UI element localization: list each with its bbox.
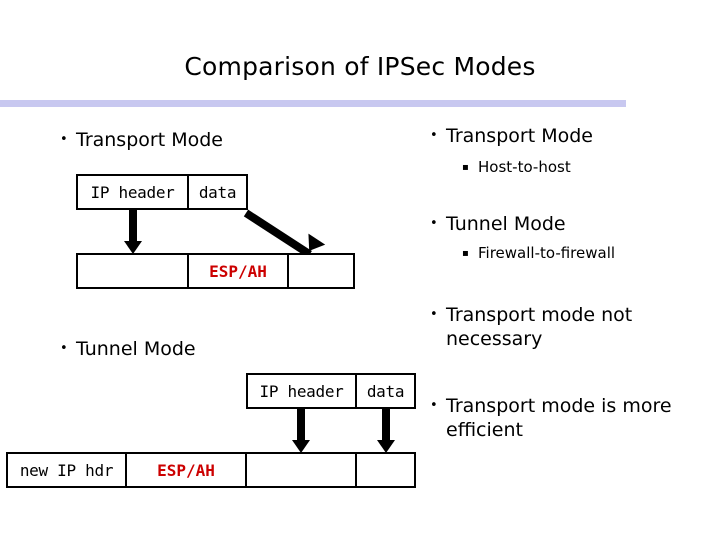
right-bullet-transport-not-necessary: • Transport mode not necessary: [430, 303, 696, 351]
right-bullet-host-to-host-label: Host-to-host: [478, 158, 571, 176]
right-bullet-transport-mode: • Transport Mode: [430, 124, 702, 148]
bullet-dot-icon: •: [430, 216, 438, 231]
left-heading-transport-mode-label: Transport Mode: [76, 129, 223, 151]
right-bullet-firewall-to-firewall: ▪ Firewall-to-firewall: [462, 243, 714, 264]
left-heading-tunnel-mode-label: Tunnel Mode: [76, 338, 196, 360]
right-bullet-transport-not-necessary-label: Transport mode not necessary: [446, 304, 633, 350]
tunnel-protected-field-new-ip-hdr: new IP hdr: [6, 452, 126, 488]
tunnel-protected-field-3: [246, 452, 356, 488]
bullet-dot-icon: •: [430, 307, 438, 322]
transport-protected-field-3: [288, 253, 355, 289]
right-bullet-tunnel-mode-label: Tunnel Mode: [446, 213, 566, 235]
tunnel-arrow-data-head: [377, 440, 395, 453]
right-bullet-transport-mode-label: Transport Mode: [446, 125, 593, 147]
right-bullet-transport-more-efficient-label: Transport mode is more efficient: [446, 395, 672, 441]
tunnel-original-field-ip-header: IP header: [246, 373, 356, 409]
right-bullet-tunnel-mode: • Tunnel Mode: [430, 212, 702, 236]
left-heading-transport-mode: • Transport Mode: [60, 128, 390, 152]
right-bullet-firewall-to-firewall-label: Firewall-to-firewall: [478, 244, 616, 262]
tunnel-arrow-data-shaft: [382, 409, 390, 442]
right-bullet-transport-more-efficient: • Transport mode is more efficient: [430, 394, 696, 442]
transport-original-field-data: data: [188, 174, 248, 210]
tunnel-original-field-data: data: [356, 373, 416, 409]
left-heading-tunnel-mode: • Tunnel Mode: [60, 337, 390, 361]
tunnel-arrow-ip-header-shaft: [297, 409, 305, 442]
transport-protected-field-esp-ah: ESP/AH: [188, 253, 288, 289]
title-divider-rule: [0, 100, 626, 107]
bullet-square-icon: ▪: [462, 248, 469, 259]
right-bullet-host-to-host: ▪ Host-to-host: [462, 157, 712, 178]
transport-original-field-ip-header: IP header: [76, 174, 188, 210]
bullet-dot-icon: •: [430, 398, 438, 413]
transport-arrow-data-shaft: [243, 209, 312, 258]
bullet-dot-icon: •: [60, 341, 68, 356]
transport-protected-field-1: [76, 253, 188, 289]
tunnel-arrow-ip-header-head: [292, 440, 310, 453]
bullet-dot-icon: •: [60, 132, 68, 147]
tunnel-protected-field-4: [356, 452, 416, 488]
transport-arrow-ip-header-shaft: [129, 210, 137, 243]
tunnel-protected-field-esp-ah: ESP/AH: [126, 452, 246, 488]
page-title: Comparison of IPSec Modes: [184, 52, 536, 81]
bullet-square-icon: ▪: [462, 162, 469, 173]
bullet-dot-icon: •: [430, 128, 438, 143]
transport-arrow-ip-header-head: [124, 241, 142, 254]
